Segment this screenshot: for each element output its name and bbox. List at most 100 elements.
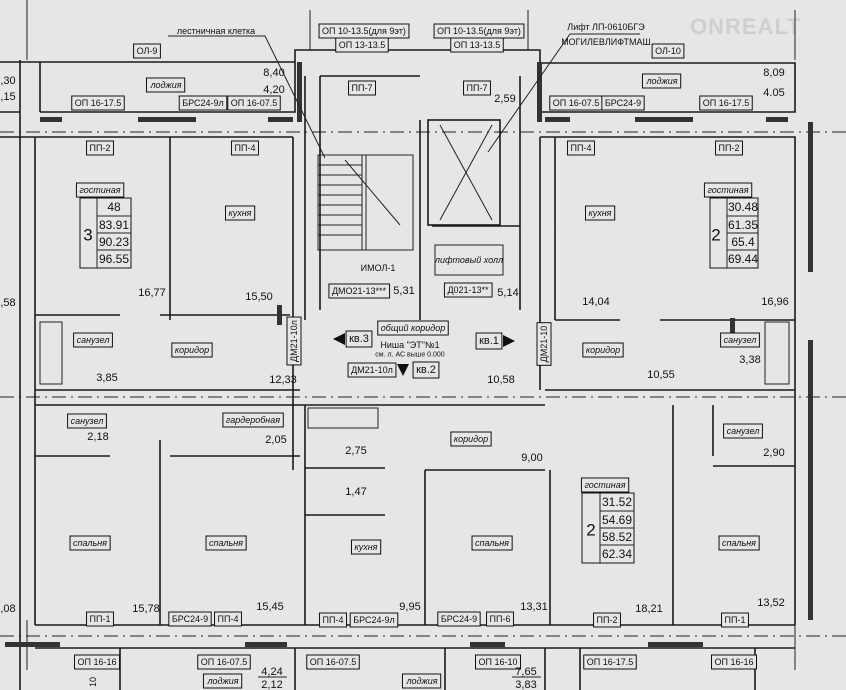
- area-value: ,08: [0, 603, 15, 615]
- panel-mark: ПП-2: [719, 143, 740, 153]
- label-frame: [723, 423, 763, 439]
- lintel-mark: ОП 10-13.5(для 9эт): [322, 26, 406, 36]
- room-label-bathroom: санузел: [724, 335, 757, 345]
- edge-mark: 10: [88, 677, 98, 687]
- walls: [0, 49, 796, 690]
- rooms-count: 2: [586, 521, 595, 540]
- area-cell: 48: [107, 200, 121, 214]
- area-value: 2,05: [265, 434, 286, 446]
- area-cell: 58.52: [602, 530, 632, 544]
- label-frame: [133, 43, 161, 59]
- panel-mark: ПП-2: [597, 615, 618, 625]
- room-label-loggia: лоджия: [645, 76, 677, 86]
- lintel-mark: ОП 16-07.5: [553, 98, 600, 108]
- lintel-mark: ОП 16-07.5: [231, 98, 278, 108]
- area-value: 16,77: [138, 287, 166, 299]
- label-frame: [224, 205, 256, 221]
- area-value: 18,21: [635, 603, 663, 615]
- area-cell: 30.48: [728, 200, 758, 214]
- arrow-down-icon: [397, 364, 409, 376]
- label-frame: [67, 413, 107, 429]
- label-frame: [178, 95, 228, 111]
- room-label-common-corridor: общий коридор: [381, 323, 446, 333]
- window-mark: БРС24-9л: [182, 98, 224, 108]
- room-label-bedroom: спальня: [73, 538, 107, 548]
- room-label-bathroom: санузел: [71, 416, 104, 426]
- label-frame: [580, 477, 630, 493]
- rooms-count: 2: [711, 226, 720, 245]
- area-value: ,58: [0, 297, 15, 309]
- room-label-lift-hall: лифтовый холл: [434, 255, 503, 265]
- label-frame: [202, 673, 243, 689]
- room-label-bathroom: санузел: [77, 335, 110, 345]
- label-frame: [75, 182, 125, 198]
- area-value: 15,78: [132, 603, 160, 615]
- label-frame: [347, 362, 397, 378]
- label-frame: [463, 80, 491, 96]
- area-value: 5,31: [393, 285, 414, 297]
- area-value: 12,33: [269, 374, 297, 386]
- room-label-loggia: лоджия: [149, 80, 181, 90]
- area-cell: 96.55: [99, 252, 129, 266]
- label-frame: [197, 654, 251, 670]
- room-label-kitchen: кухня: [588, 208, 611, 218]
- room-label-corridor: коридор: [175, 345, 209, 355]
- lintel-mark: ОП 16-17.5: [587, 657, 634, 667]
- room-label-bedroom: спальня: [475, 538, 509, 548]
- label-frame: [214, 611, 242, 627]
- label-frame: [567, 140, 595, 156]
- label-frame: [222, 412, 284, 428]
- label-frame: [227, 95, 281, 111]
- loggia-mark-left: ОЛ-9: [137, 46, 158, 56]
- area-cell: 31.52: [602, 495, 632, 509]
- area-value: 15,50: [245, 291, 273, 303]
- watermark: ONREALT: [690, 14, 802, 39]
- label-frame: [377, 320, 449, 336]
- area-value: 3,85: [96, 372, 117, 384]
- label-frame: [651, 43, 685, 59]
- area-value: 7,65: [515, 666, 536, 678]
- panel-mark: ПП-4: [571, 143, 592, 153]
- label-frame: [286, 316, 302, 366]
- lintel-mark: ОП 16-16: [715, 657, 754, 667]
- label-frame: [437, 611, 481, 627]
- lintel-mark: ОП 16-10: [479, 657, 518, 667]
- bathtub: [764, 321, 790, 385]
- room-label-living: гостиная: [707, 185, 748, 195]
- area-value: ,15: [0, 91, 15, 103]
- label-frame: [703, 182, 753, 198]
- label-frame: [583, 654, 637, 670]
- apartment-tag: кв.2: [416, 364, 436, 376]
- label-frame: [306, 654, 360, 670]
- label-frame: [711, 654, 757, 670]
- grid-axes: [0, 0, 846, 670]
- label-frame: [319, 612, 347, 628]
- label-frame: [582, 342, 624, 358]
- area-value: 4,20: [263, 84, 284, 96]
- bathtub: [307, 407, 379, 429]
- label-frame: [86, 140, 114, 156]
- room-label-living: гостиная: [584, 480, 625, 490]
- door-mark: ДМО21-13***: [332, 286, 387, 296]
- lintel-mark: ОП 16-07.5: [310, 657, 357, 667]
- area-value: 9,00: [521, 452, 542, 464]
- area-value: 2,75: [345, 445, 366, 457]
- area-value: 13,31: [520, 601, 548, 613]
- label-frame: [345, 330, 373, 348]
- panel-mark: ПП-1: [725, 615, 746, 625]
- apartment-tag: кв.1: [479, 335, 499, 347]
- window-mark: БРС24-9: [441, 614, 477, 624]
- label-frame: [536, 322, 552, 366]
- label-frame: [450, 37, 504, 53]
- door-mark: ДМ21-10л: [351, 365, 393, 375]
- area-value: 2,90: [763, 447, 784, 459]
- door-mark: ДМ21-10л: [289, 320, 299, 362]
- area-value: 9,95: [399, 601, 420, 613]
- label-frame: [335, 37, 389, 53]
- lintel-mark: ОП 16-17.5: [703, 98, 750, 108]
- label-frame: [471, 535, 513, 551]
- window-mark: БРС24-9: [605, 98, 641, 108]
- wall-hatching: [5, 62, 813, 647]
- lintel-mark: ОП 16-07.5: [201, 657, 248, 667]
- label-frame: [231, 140, 259, 156]
